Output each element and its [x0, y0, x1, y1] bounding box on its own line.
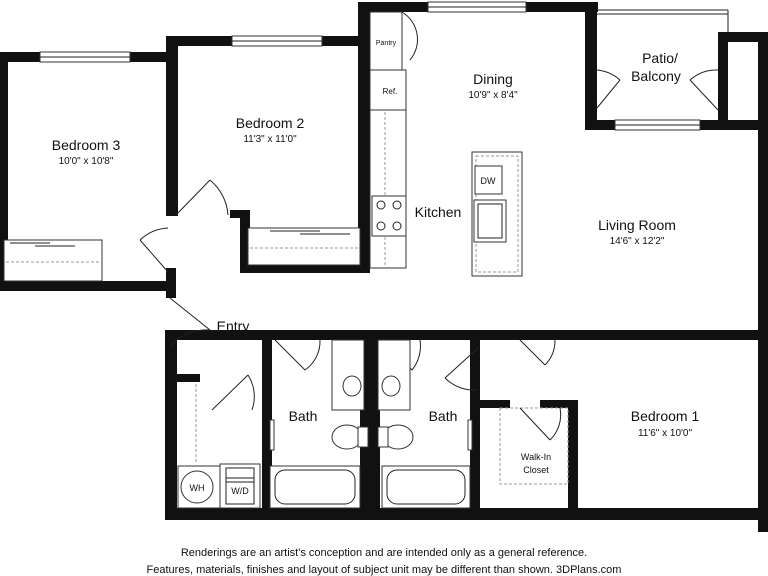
wh-label: WH [190, 483, 205, 493]
disclaimer-line-2: Features, materials, finishes and layout… [146, 564, 622, 576]
room-dining-name: Dining [473, 71, 513, 87]
room-bath-a-name: Bath [289, 408, 318, 424]
dw-label: DW [481, 176, 496, 186]
bathtub-b [381, 465, 471, 509]
bathtub-a [269, 465, 361, 509]
room-living-name: Living Room [598, 217, 676, 233]
room-dining-dims: 10'9" x 8'4" [468, 90, 518, 101]
room-bedroom-1-dims: 11'6" x 10'0" [638, 428, 693, 439]
pantry [369, 11, 403, 71]
kitchen-fixtures [369, 11, 523, 277]
room-patio-line2: Balcony [631, 68, 681, 84]
room-bedroom-2-dims: 11'3" x 11'0" [243, 134, 297, 145]
dishwasher-icon [474, 165, 503, 195]
washer-dryer-icon [219, 463, 261, 509]
room-living-dims: 14'6" x 12'2" [610, 236, 665, 247]
room-bath-b-name: Bath [429, 408, 458, 424]
vanity-a [331, 339, 365, 411]
room-labels: Bedroom 3 10'0" x 10'8" Bedroom 2 11'3" … [52, 50, 700, 475]
water-heater-icon [180, 470, 214, 504]
laundry-fixtures [177, 384, 261, 509]
refrigerator [369, 69, 407, 111]
pantry-label: Pantry [376, 40, 397, 47]
room-bedroom-2-name: Bedroom 2 [236, 115, 305, 131]
room-bedroom-3-dims: 10'0" x 10'8" [59, 156, 114, 167]
room-bedroom-1-name: Bedroom 1 [631, 408, 700, 424]
room-kitchen-name: Kitchen [415, 204, 462, 220]
vanity-b [377, 339, 411, 411]
closets [3, 227, 569, 485]
fixture-labels: Pantry Ref. DW WH W/D [190, 40, 496, 496]
ref-label: Ref. [383, 87, 398, 96]
room-bedroom-3-name: Bedroom 3 [52, 137, 121, 153]
sink-icon [381, 375, 401, 397]
disclaimer-line-1: Renderings are an artist's conception an… [180, 547, 588, 559]
room-patio-line1: Patio/ [642, 50, 678, 66]
room-walkin-line1: Walk-In [521, 452, 551, 462]
sink-icon [342, 375, 362, 397]
wd-label: W/D [231, 486, 249, 496]
windows [39, 1, 729, 131]
bath-fixtures [269, 339, 473, 509]
kitchen-sink-icon [473, 199, 507, 243]
stove-icon [371, 195, 407, 237]
room-entry-name: Entry [217, 318, 250, 334]
room-walkin-line2: Closet [523, 465, 549, 475]
